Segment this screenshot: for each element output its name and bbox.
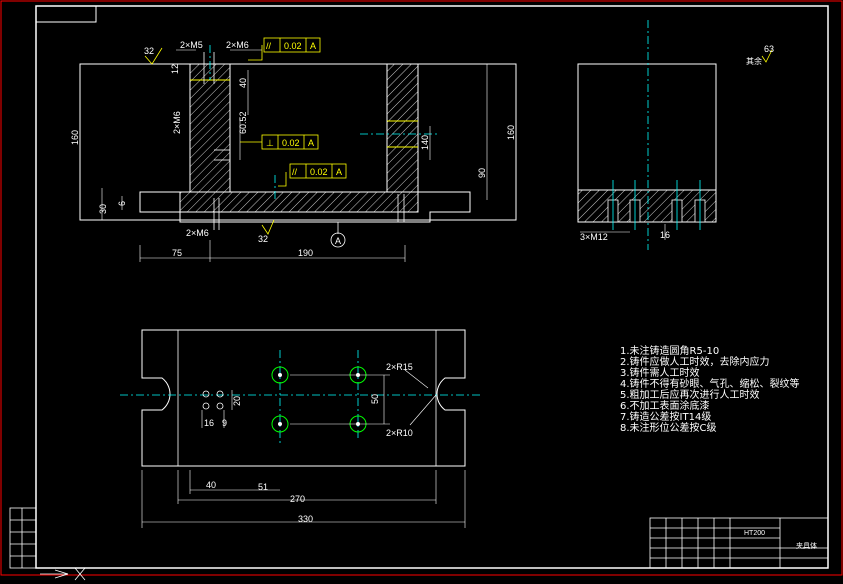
- tolerance-leaders: [240, 45, 287, 187]
- dim-front-2m6a: 2×M6: [226, 40, 249, 50]
- dim-front-140: 140: [420, 135, 430, 150]
- dim-side-16: 16: [660, 230, 670, 240]
- tolerance-frame-3: // 0.02 A: [289, 163, 347, 179]
- dim-front-6: 6: [117, 201, 127, 206]
- tol3-value: 0.02: [310, 167, 328, 177]
- bottom-arrow-mark: [40, 567, 86, 581]
- dim-front-2m5: 2×M5: [180, 40, 203, 50]
- dim-front-75: 75: [172, 248, 182, 258]
- front-dimension-lines: [79, 49, 517, 262]
- technical-notes: 1.未注铸造圆角R5-10 2.铸件应做人工时效，去除内应力 3.铸件需人工时效…: [620, 346, 820, 434]
- tol1-datum: A: [310, 41, 316, 51]
- front-holes: [203, 52, 405, 230]
- note-2: 2.铸件应做人工时效，去除内应力: [620, 357, 770, 368]
- side-rest-label: 其余: [746, 56, 762, 66]
- dim-front-90: 90: [477, 168, 487, 178]
- roughness-symbols: [144, 47, 275, 235]
- title-block: [649, 517, 829, 569]
- note-3: 3.铸件需人工时效: [620, 368, 700, 379]
- dim-front-32: 32: [144, 46, 154, 56]
- dim-front-2m6b: 2×M6: [172, 111, 182, 134]
- dim-top-20: 20: [232, 396, 242, 406]
- tol2-value: 0.02: [282, 138, 300, 148]
- dim-front-160: 160: [70, 130, 80, 145]
- dim-front-2m6c: 2×M6: [186, 228, 209, 238]
- note-7: 7.铸造公差按IT14级: [620, 412, 712, 423]
- dim-front-60: 60.52: [238, 111, 248, 134]
- front-center-lines: [209, 45, 440, 200]
- dim-top-2r15: 2×R15: [386, 362, 413, 372]
- tol3-datum: A: [336, 167, 342, 177]
- datum-a-symbol: A: [330, 222, 346, 248]
- dim-side-3m12: 3×M12: [580, 232, 608, 242]
- note-1: 1.未注铸造圆角R5-10: [620, 346, 720, 357]
- dim-top-51: 51: [258, 482, 268, 492]
- top-view: 2×R15 2×R10 16 9 20 50 40 51 270 330: [120, 329, 480, 528]
- front-base-outline: [139, 191, 471, 223]
- tol1-symbol: //: [266, 41, 272, 51]
- tol1-value: 0.02: [284, 41, 302, 51]
- dim-front-32b: 32: [258, 234, 268, 244]
- dim-top-50: 50: [370, 394, 380, 404]
- dim-top-9: 9: [222, 418, 227, 428]
- side-roughness-63: 63: [764, 44, 774, 54]
- tol2-datum: A: [308, 138, 314, 148]
- note-5: 5.粗加工后应再次进行人工时效: [620, 390, 760, 401]
- tol3-symbol: //: [292, 167, 298, 177]
- tol2-symbol: ⊥: [266, 138, 274, 148]
- dim-top-270: 270: [290, 494, 305, 504]
- left-margin-table: [9, 507, 37, 569]
- dim-top-2r10: 2×R10: [386, 428, 413, 438]
- datum-a-label: A: [335, 236, 341, 246]
- dim-top-16: 16: [204, 418, 214, 428]
- tolerance-frame-1: // 0.02 A: [263, 37, 321, 53]
- drawing-border: [35, 5, 829, 569]
- dim-front-190: 190: [298, 248, 313, 258]
- note-4: 4.铸件不得有砂眼、气孔、缩松、裂纹等: [620, 379, 800, 390]
- title-material: HT200: [744, 530, 765, 537]
- note-8: 8.未注形位公差按C级: [620, 423, 717, 434]
- side-roughness: [761, 49, 773, 63]
- tolerance-frame-2: ⊥ 0.02 A: [261, 134, 319, 150]
- note-6: 6.不加工表面涂底漆: [620, 401, 710, 412]
- dim-front-160r: 160: [506, 125, 516, 140]
- front-view: A // 0.02 A ⊥ 0.02 A // 0.02 A: [70, 37, 517, 262]
- dim-front-12: 12: [170, 64, 180, 74]
- title-name: 夹具体: [796, 541, 817, 550]
- dim-front-40: 40: [238, 78, 248, 88]
- dim-front-30: 30: [98, 204, 108, 214]
- dim-top-40: 40: [206, 480, 216, 490]
- dim-top-330: 330: [298, 514, 313, 524]
- side-view: 63 其余 3×M12 16: [577, 20, 774, 250]
